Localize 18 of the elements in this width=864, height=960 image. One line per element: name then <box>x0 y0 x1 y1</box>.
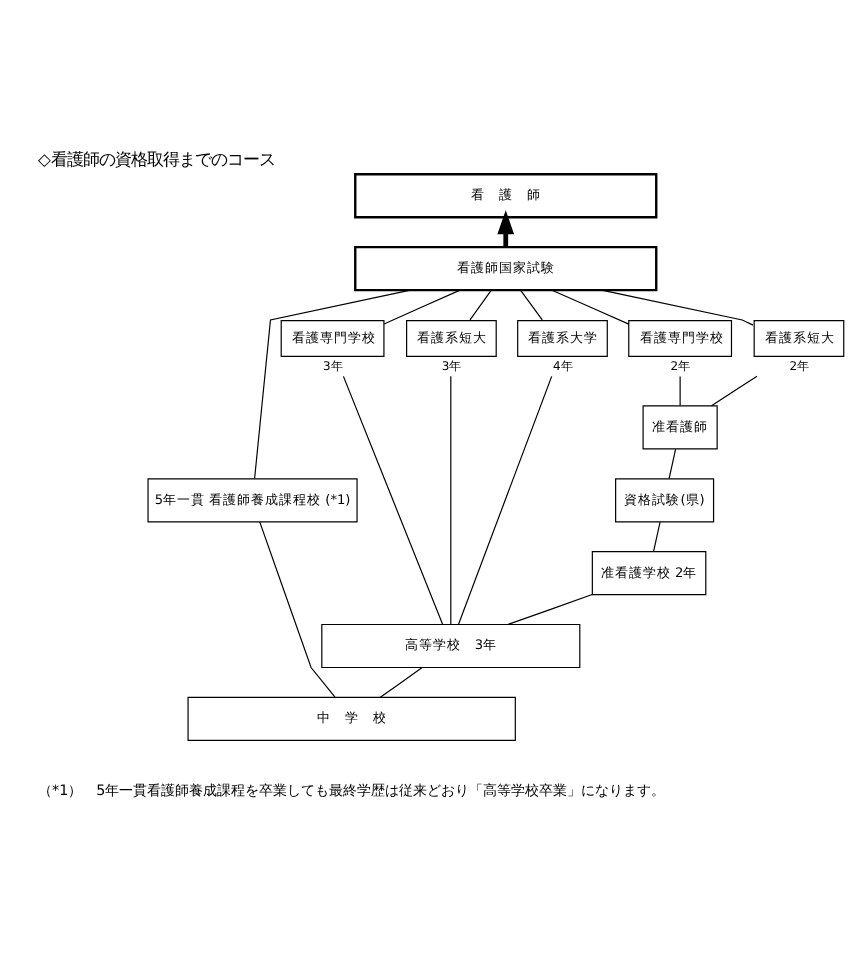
connector <box>342 375 444 626</box>
connector <box>507 593 593 626</box>
connector <box>551 289 630 325</box>
connector <box>668 448 677 480</box>
connector <box>254 289 411 480</box>
connector <box>652 521 661 553</box>
connector <box>679 376 681 407</box>
connector <box>383 289 461 325</box>
diagram-title: ◇看護師の資格取得までのコース <box>37 148 275 169</box>
connector <box>450 375 452 626</box>
connector <box>520 289 543 321</box>
connector <box>469 289 492 321</box>
arrow <box>497 210 515 247</box>
connector <box>259 521 336 698</box>
connector <box>379 666 423 698</box>
connector <box>457 375 553 626</box>
connector <box>710 375 758 407</box>
connector <box>601 289 754 326</box>
